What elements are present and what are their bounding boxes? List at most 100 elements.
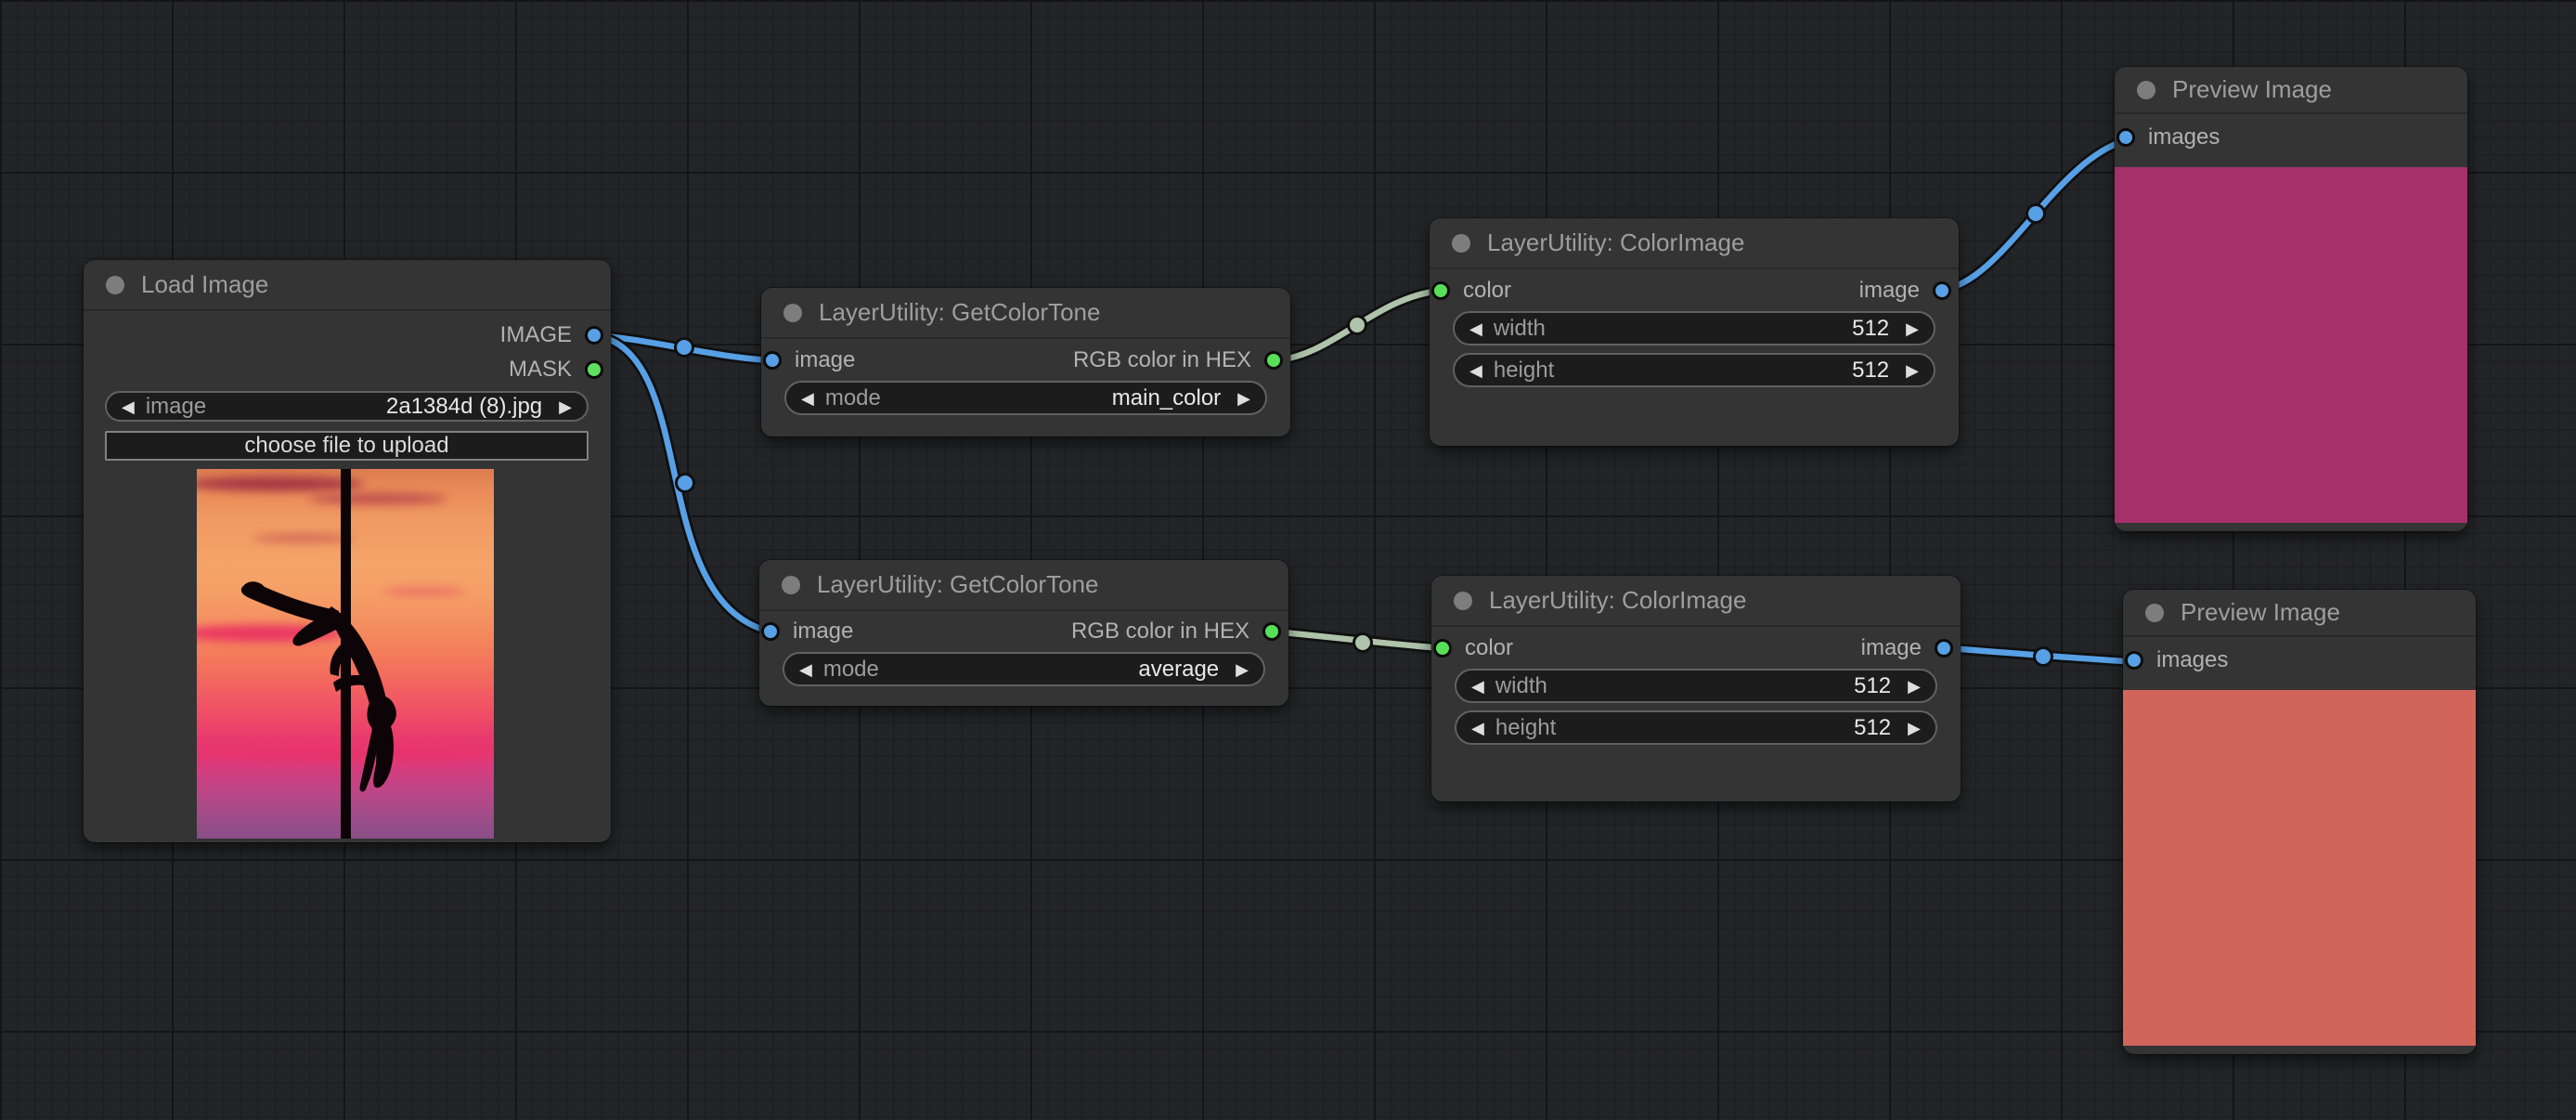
node-load-image[interactable]: Load Image IMAGE MASK ◀ image 2a1384d (8… — [84, 260, 611, 842]
widget-label: width — [1493, 315, 1546, 341]
input-port-image[interactable] — [761, 622, 780, 641]
decrement-arrow-icon[interactable]: ◀ — [1471, 718, 1484, 737]
cloud-streak — [197, 476, 364, 491]
widget-value: 512 — [1854, 714, 1892, 740]
widget-label: width — [1495, 672, 1547, 698]
increment-arrow-icon[interactable]: ▶ — [1906, 319, 1919, 338]
output-port-image[interactable] — [1935, 639, 1953, 658]
pole-dancer-silhouette — [240, 469, 396, 839]
node-title-bar[interactable]: LayerUtility: ColorImage — [1430, 218, 1959, 269]
input-slot-label: image — [793, 619, 854, 644]
input-port-color[interactable] — [1433, 639, 1452, 658]
combo-next-arrow-icon[interactable]: ▶ — [1236, 659, 1249, 679]
link-getcolortone1-to-colorimage1 — [1268, 285, 1446, 366]
choose-file-button-label: choose file to upload — [244, 433, 449, 458]
link-colorimage1-to-preview1 — [1936, 134, 2136, 295]
output-port-hex[interactable] — [1262, 622, 1281, 641]
collapse-dot-icon[interactable] — [782, 575, 800, 594]
node-title-bar[interactable]: LayerUtility: ColorImage — [1431, 576, 1961, 627]
reroute-dot[interactable] — [2026, 203, 2046, 224]
node-title: Preview Image — [2172, 75, 2332, 103]
decrement-arrow-icon[interactable]: ◀ — [1469, 360, 1482, 380]
node-title-bar[interactable]: Preview Image — [2123, 590, 2476, 637]
input-port-images[interactable] — [2116, 128, 2135, 147]
node-getcolortone-main[interactable]: LayerUtility: GetColorTone image RGB col… — [761, 288, 1290, 436]
input-slot-images: images — [2123, 642, 2476, 679]
node-title-bar[interactable]: LayerUtility: GetColorTone — [759, 560, 1288, 611]
widget-label: height — [1493, 357, 1555, 383]
decrement-arrow-icon[interactable]: ◀ — [1471, 676, 1484, 696]
increment-arrow-icon[interactable]: ▶ — [1906, 360, 1919, 380]
reroute-dot[interactable] — [674, 337, 694, 358]
collapse-dot-icon[interactable] — [2145, 603, 2164, 622]
combo-next-arrow-icon[interactable]: ▶ — [559, 397, 572, 416]
output-slot-image: IMAGE — [84, 317, 611, 354]
widget-value: 2a1384d (8).jpg — [386, 393, 543, 419]
output-slot-label: image — [1858, 278, 1920, 303]
node-preview-image-2[interactable]: Preview Image images — [2123, 590, 2476, 1054]
height-number-widget[interactable]: ◀ height 512 ▶ — [1455, 710, 1937, 745]
widget-value: 512 — [1852, 315, 1890, 341]
io-slot-row: image RGB color in HEX — [761, 342, 1290, 379]
mode-combo-widget[interactable]: ◀ mode average ▶ — [783, 652, 1265, 686]
width-number-widget[interactable]: ◀ width 512 ▶ — [1453, 311, 1935, 345]
node-title-bar[interactable]: Load Image — [84, 260, 611, 311]
mode-combo-widget[interactable]: ◀ mode main_color ▶ — [784, 381, 1267, 415]
combo-prev-arrow-icon[interactable]: ◀ — [122, 397, 135, 416]
input-slot-label: image — [795, 347, 856, 372]
output-slot-label: RGB color in HEX — [1072, 347, 1251, 372]
reroute-dot[interactable] — [1347, 315, 1367, 335]
output-slot-mask: MASK — [84, 351, 611, 388]
output-port-hex[interactable] — [1264, 351, 1283, 370]
increment-arrow-icon[interactable]: ▶ — [1908, 676, 1921, 696]
collapse-dot-icon[interactable] — [106, 275, 124, 294]
io-slot-row: color image — [1431, 630, 1961, 667]
combo-prev-arrow-icon[interactable]: ◀ — [799, 659, 812, 679]
loaded-image-thumbnail[interactable] — [197, 469, 494, 839]
input-port-images[interactable] — [2125, 651, 2143, 670]
node-title: LayerUtility: GetColorTone — [819, 298, 1101, 326]
decrement-arrow-icon[interactable]: ◀ — [1469, 319, 1482, 338]
output-slot-label: RGB color in HEX — [1070, 619, 1249, 644]
collapse-dot-icon[interactable] — [783, 303, 802, 322]
input-slot-label: images — [2148, 124, 2220, 150]
collapse-dot-icon[interactable] — [1452, 233, 1470, 253]
node-title: Preview Image — [2181, 598, 2340, 626]
preview-color-swatch — [2115, 167, 2467, 523]
image-combo-widget[interactable]: ◀ image 2a1384d (8).jpg ▶ — [105, 391, 589, 422]
node-title-bar[interactable]: LayerUtility: GetColorTone — [761, 288, 1290, 339]
reroute-dot[interactable] — [1353, 632, 1373, 653]
node-title: LayerUtility: ColorImage — [1487, 228, 1745, 256]
node-colorimage-1[interactable]: LayerUtility: ColorImage color image ◀ w… — [1430, 218, 1959, 446]
output-port-image[interactable] — [1933, 281, 1951, 300]
node-colorimage-2[interactable]: LayerUtility: ColorImage color image ◀ w… — [1431, 576, 1961, 801]
io-slot-row: color image — [1430, 272, 1959, 309]
node-title-bar[interactable]: Preview Image — [2115, 67, 2467, 114]
reroute-dot[interactable] — [2033, 646, 2053, 667]
combo-prev-arrow-icon[interactable]: ◀ — [801, 388, 814, 408]
node-title: LayerUtility: ColorImage — [1489, 586, 1747, 614]
input-port-image[interactable] — [763, 351, 782, 370]
widget-value: main_color — [1111, 384, 1222, 410]
widget-label: mode — [824, 384, 881, 410]
output-port-mask[interactable] — [585, 360, 603, 379]
link-getcolortone2-to-colorimage2 — [1268, 626, 1448, 654]
node-getcolortone-average[interactable]: LayerUtility: GetColorTone image RGB col… — [759, 560, 1288, 706]
height-number-widget[interactable]: ◀ height 512 ▶ — [1453, 353, 1935, 387]
output-port-image[interactable] — [585, 326, 603, 345]
input-port-color[interactable] — [1431, 281, 1450, 300]
reroute-dot[interactable] — [675, 473, 695, 493]
collapse-dot-icon[interactable] — [1454, 591, 1472, 610]
widget-label: image — [145, 393, 207, 419]
collapse-dot-icon[interactable] — [2137, 80, 2155, 99]
increment-arrow-icon[interactable]: ▶ — [1908, 718, 1921, 737]
combo-next-arrow-icon[interactable]: ▶ — [1237, 388, 1250, 408]
node-preview-image-1[interactable]: Preview Image images — [2115, 67, 2467, 531]
width-number-widget[interactable]: ◀ width 512 ▶ — [1455, 669, 1937, 703]
cloud-streak — [252, 534, 355, 542]
link-colorimage2-to-preview2 — [1943, 643, 2145, 668]
choose-file-button[interactable]: choose file to upload — [105, 431, 589, 461]
preview-color-swatch — [2123, 690, 2476, 1046]
